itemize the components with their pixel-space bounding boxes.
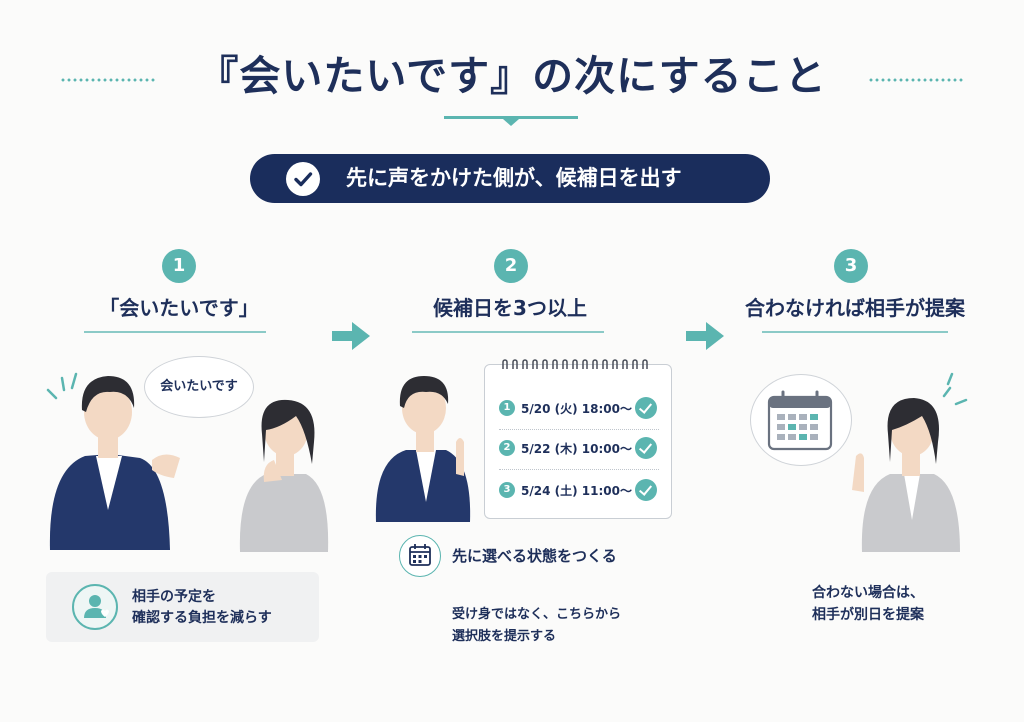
title-underline <box>444 116 578 119</box>
step-1-underline <box>84 331 266 333</box>
check-icon <box>286 162 320 196</box>
step-2-note-line1: 受け身ではなく、こちらから <box>452 607 622 622</box>
step-1-number: 1 <box>162 249 196 283</box>
title-pointer <box>503 119 519 126</box>
step-1-note: 相手の予定を 確認する負担を減らす <box>46 572 319 642</box>
calendar-item-date: 5/22 (木) 10:00〜 <box>521 441 632 456</box>
banner-text: 先に声をかけた側が、候補日を出す <box>346 166 682 190</box>
step-2-note: 受け身ではなく、こちらから 選択肢を提示する <box>452 604 621 648</box>
calendar-item-number: 1 <box>499 400 515 416</box>
key-message-banner: 先に声をかけた側が、候補日を出す <box>250 154 770 203</box>
step-3-title: 合わなければ相手が提案 <box>745 296 965 320</box>
heart-person-icon <box>72 584 118 630</box>
step-1-note-line1: 相手の予定を <box>132 589 216 605</box>
step-3-note-line1: 合わない場合は、 <box>812 585 924 601</box>
man-illustration <box>46 372 180 550</box>
calendar-rings-icon <box>502 359 648 369</box>
step-1-note-line2: 確認する負担を減らす <box>132 610 272 626</box>
calendar-grid-icon <box>767 390 833 451</box>
step-2-label: 先に選べる状態をつくる <box>452 547 617 565</box>
page-title: 『会いたいです』の次にすること <box>197 52 827 100</box>
step-1-title: 「会いたいです」 <box>99 296 259 320</box>
check-icon <box>635 437 657 459</box>
woman-illustration <box>239 399 329 552</box>
speech-bubble: 会いたいです <box>144 356 254 418</box>
woman-pointing-illustration <box>852 372 968 552</box>
divider <box>499 469 659 470</box>
calendar-item-1: 1 5/20 (火) 18:00〜 <box>499 395 632 421</box>
calendar-item-number: 2 <box>499 440 515 456</box>
step-3-underline <box>762 331 948 333</box>
check-icon <box>635 479 657 501</box>
step-2-number: 2 <box>494 249 528 283</box>
calendar-item-2: 2 5/22 (木) 10:00〜 <box>499 435 632 461</box>
decorative-dots-right <box>868 78 964 82</box>
man-pointing-illustration <box>375 376 471 522</box>
step-2-underline <box>412 331 604 333</box>
calendar-icon <box>399 535 441 577</box>
calendar-item-date: 5/20 (火) 18:00〜 <box>521 401 632 416</box>
arrow-right-icon <box>686 322 724 350</box>
check-icon <box>635 397 657 419</box>
calendar-item-number: 3 <box>499 482 515 498</box>
calendar-item-3: 3 5/24 (土) 11:00〜 <box>499 477 632 503</box>
step-3-number: 3 <box>834 249 868 283</box>
step-3-note: 合わない場合は、 相手が別日を提案 <box>812 582 924 626</box>
decorative-dots-left <box>60 78 156 82</box>
candidate-dates-calendar: 1 5/20 (火) 18:00〜 2 5/22 (木) 10:00〜 3 5/… <box>484 359 672 519</box>
divider <box>499 429 659 430</box>
thought-bubble <box>750 374 852 466</box>
arrow-right-icon <box>332 322 370 350</box>
calendar-item-date: 5/24 (土) 11:00〜 <box>521 483 632 498</box>
step-3-note-line2: 相手が別日を提案 <box>812 607 924 623</box>
step-2-note-line2: 選択肢を提示する <box>452 629 557 644</box>
step-2-title: 候補日を3つ以上 <box>433 296 587 320</box>
